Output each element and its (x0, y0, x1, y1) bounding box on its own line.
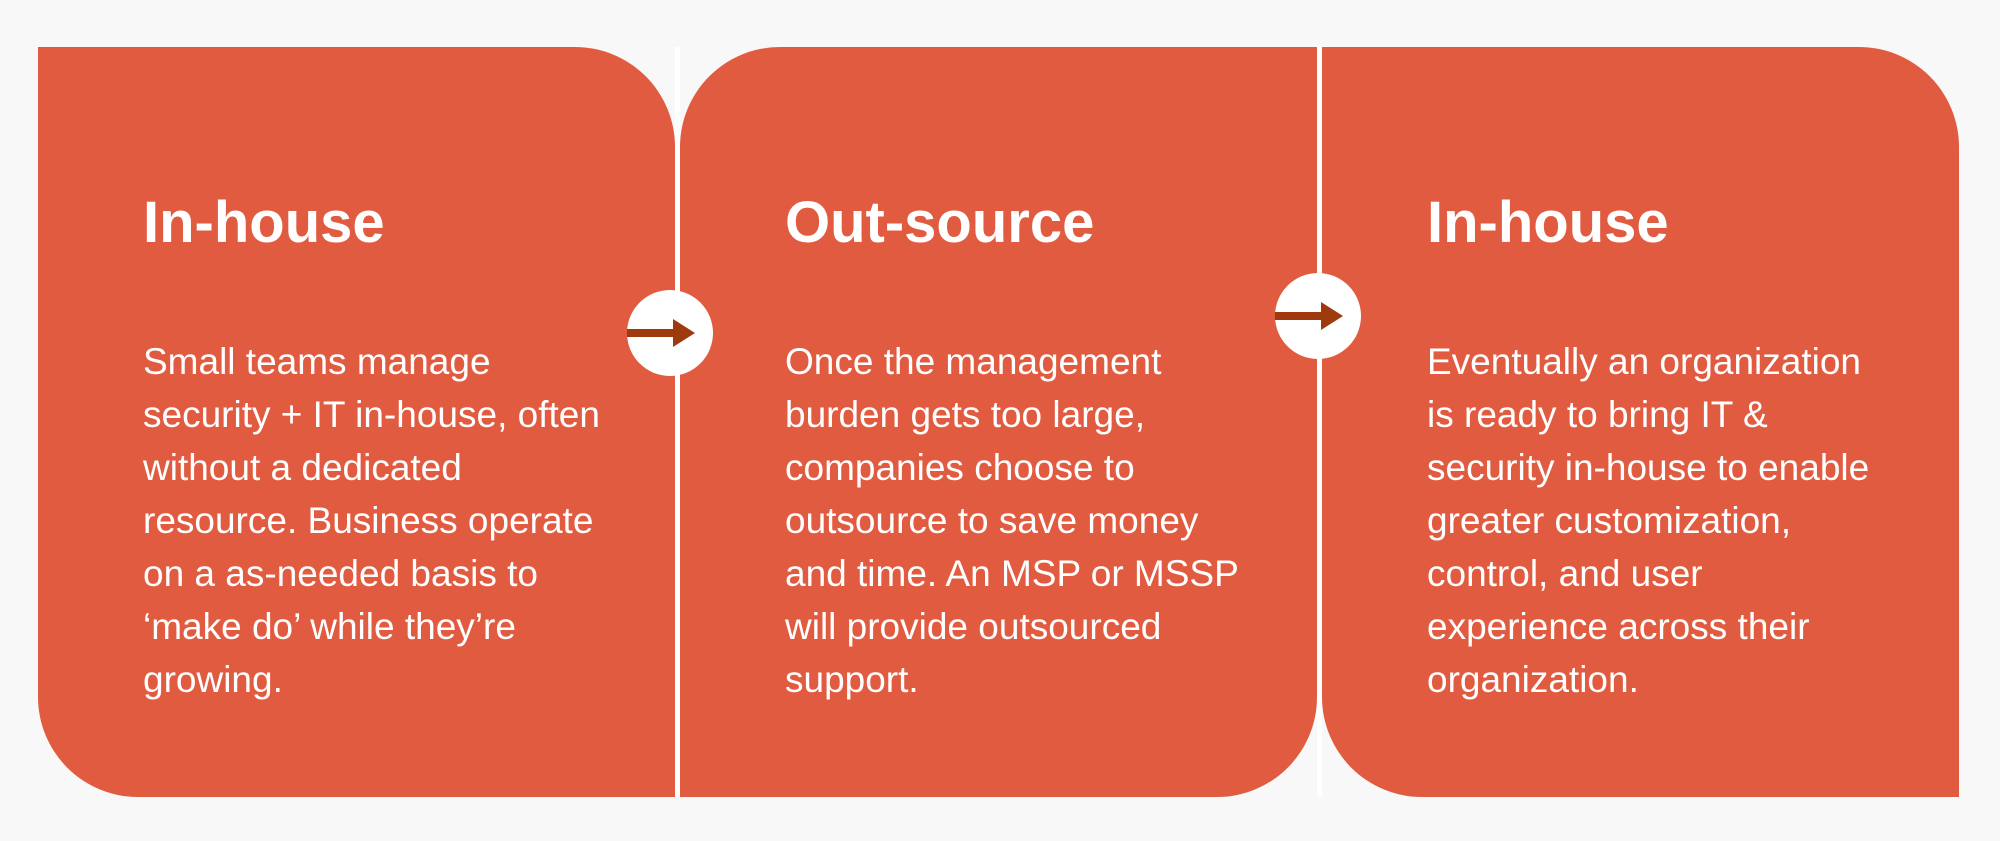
arrow-right-icon (627, 319, 695, 347)
card-title: In-house (143, 190, 385, 255)
card-stage-3-inhouse: In-house Eventually an organization is r… (1322, 47, 1959, 797)
card-title: Out-source (785, 190, 1095, 255)
card-body: Eventually an organization is ready to b… (1427, 341, 1870, 700)
card-stage-2-outsource: Out-source Once the management burden ge… (680, 47, 1317, 797)
arrow-badge-1 (627, 290, 713, 376)
card-body: Once the management burden gets too larg… (785, 341, 1239, 700)
divider-line-2 (1317, 47, 1322, 797)
card-title: In-house (1427, 190, 1669, 255)
arrow-badge-2 (1275, 273, 1361, 359)
card-stage-1-inhouse: In-house Small teams manage security + I… (38, 47, 675, 797)
divider-line-1 (675, 47, 680, 797)
arrow-right-icon (1275, 302, 1343, 330)
card-body: Small teams manage security + IT in-hous… (143, 341, 600, 700)
